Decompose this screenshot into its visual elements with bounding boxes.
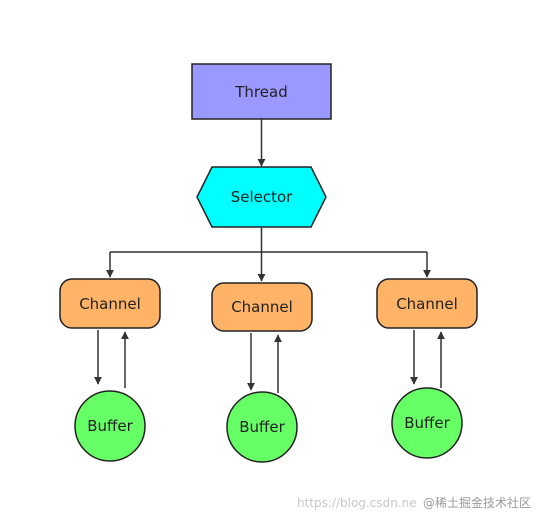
buffer-label-3: Buffer <box>404 414 450 432</box>
buffer-label-2: Buffer <box>239 418 285 436</box>
selector-node: Selector <box>196 166 327 228</box>
channel-label-3: Channel <box>396 295 458 313</box>
selector-to-channels-connector <box>106 227 431 282</box>
selector-hexagon <box>196 166 327 228</box>
buffer-circle-1 <box>74 390 146 462</box>
buffer-node-3: Buffer <box>391 387 463 459</box>
buffer-circle-3 <box>391 387 463 459</box>
thread-box <box>191 63 332 120</box>
buffer-node-2: Buffer <box>226 391 298 463</box>
selector-label: Selector <box>231 188 293 206</box>
buffer-circle-2 <box>226 391 298 463</box>
watermark: https://blog.csdn.ne @稀土掘金技术社区 <box>297 495 531 510</box>
buffer-node-1: Buffer <box>74 390 146 462</box>
watermark-community: @稀土掘金技术社区 <box>423 495 531 510</box>
channel-buffer-arrows <box>94 330 445 393</box>
channel-node-3: Channel <box>376 278 478 329</box>
buffer-label-1: Buffer <box>87 417 133 435</box>
channel-node-2: Channel <box>211 282 313 332</box>
channel-label-1: Channel <box>79 295 141 313</box>
channel-box-1 <box>59 278 161 329</box>
watermark-url: https://blog.csdn.ne <box>297 496 417 510</box>
channel-label-2: Channel <box>231 298 293 316</box>
channel-box-3 <box>376 278 478 329</box>
thread-node: Thread <box>191 63 332 120</box>
thread-label: Thread <box>234 83 287 101</box>
channel-node-1: Channel <box>59 278 161 329</box>
channel-box-2 <box>211 282 313 332</box>
